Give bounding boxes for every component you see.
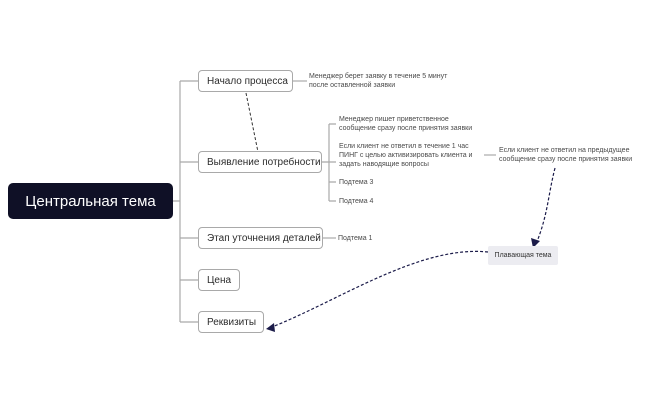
note-line: Менеджер пишет приветственное <box>339 116 449 123</box>
note-line: Менеджер берет заявку в течение 5 минут <box>309 73 448 80</box>
note-line: задать наводящие вопросы <box>339 161 429 168</box>
subtopic-needs-4[interactable]: Подтема 4 <box>339 197 373 206</box>
topic-clarify[interactable]: Этап уточнения деталей <box>198 227 323 249</box>
dashed-relation-start-needs <box>245 92 259 153</box>
topic-start-process[interactable]: Начало процесса <box>198 70 293 92</box>
relationship-curve-1 <box>535 167 556 245</box>
needs-branch <box>322 123 336 202</box>
subtopic-needs-1[interactable]: Менеджер пишет приветственное сообщение … <box>339 115 472 133</box>
subtopic-needs-2-child[interactable]: Если клиент не ответил на предыдущее соо… <box>499 146 632 164</box>
note-line: Подтема 3 <box>339 179 374 186</box>
note-line: Если клиент не ответил на предыдущее <box>499 147 630 154</box>
floating-topic[interactable]: Плавающая тема <box>488 246 558 265</box>
note-line: ПИНГ с целью активизировать клиента и <box>339 152 473 159</box>
note-line: после оставленной заявки <box>309 82 396 89</box>
note-line: сообщение сразу после принятия заявки <box>339 125 473 132</box>
floating-topic-label: Плавающая тема <box>494 252 552 259</box>
subtopic-needs-3[interactable]: Подтема 3 <box>339 178 373 187</box>
note-line: Подтема 1 <box>338 235 373 242</box>
arrowhead-1 <box>531 238 540 248</box>
topic-label: Начало процесса <box>207 75 288 87</box>
topic-label: Цена <box>207 274 232 286</box>
trunk-line <box>173 80 198 323</box>
note-line: Если клиент не ответил в течение 1 час <box>339 143 469 150</box>
topic-label: Этап уточнения деталей <box>207 232 321 244</box>
topic-needs[interactable]: Выявление потребности <box>198 151 322 173</box>
topic-price[interactable]: Цена <box>198 269 240 291</box>
note-line: сообщение сразу после принятия заявки <box>499 156 633 163</box>
topic-label: Выявление потребности <box>207 156 321 168</box>
subtopic-needs-2[interactable]: Если клиент не ответил в течение 1 час П… <box>339 142 472 169</box>
central-topic[interactable]: Центральная тема <box>8 183 173 219</box>
central-topic-label: Центральная тема <box>25 192 156 210</box>
note-start[interactable]: Менеджер берет заявку в течение 5 минут … <box>309 72 447 90</box>
topic-label: Реквизиты <box>207 316 257 328</box>
note-line: Подтема 4 <box>339 198 374 205</box>
topic-details[interactable]: Реквизиты <box>198 311 264 333</box>
relationship-curve-2 <box>271 250 489 328</box>
arrowhead-2 <box>266 323 275 332</box>
subtopic-clarify-1[interactable]: Подтема 1 <box>338 234 372 243</box>
